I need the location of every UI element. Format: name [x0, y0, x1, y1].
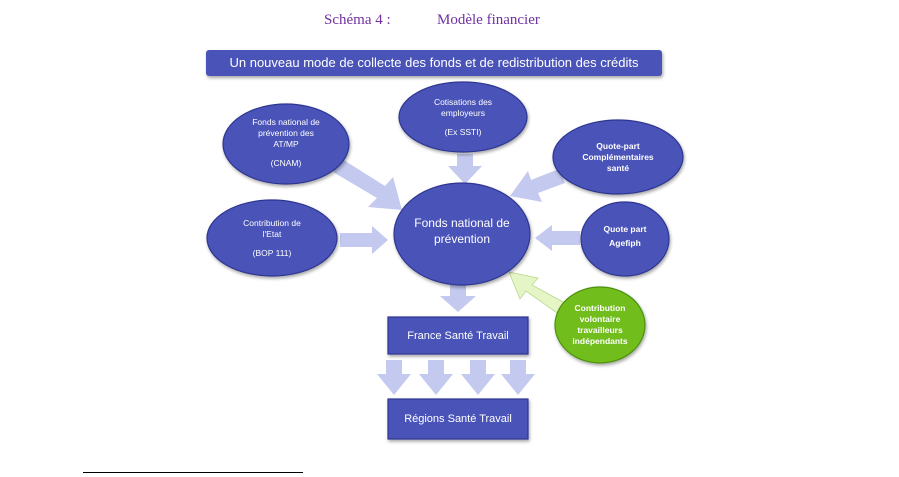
arrow-independants-to-central — [508, 271, 566, 314]
arrow-france-to-regions-3 — [461, 360, 495, 395]
label-regions-text: Régions Santé Travail — [404, 413, 512, 425]
arrow-central-to-france — [440, 284, 476, 312]
label-etat: Contribution de l'Etat (BOP 111) — [219, 214, 325, 262]
label-france-sante-travail: France Santé Travail — [388, 317, 528, 354]
footnote-separator — [83, 472, 303, 473]
label-complementaires: Quote-part Complémentaires santé — [565, 138, 671, 176]
label-employeurs-line1: Cotisations des — [433, 96, 493, 107]
node-france-sante-travail — [387, 316, 529, 355]
label-cnam: Fonds national de prévention des AT/MP (… — [233, 114, 339, 172]
node-cnam — [222, 103, 350, 185]
label-etat-line2: l'Etat — [262, 228, 282, 239]
diagram-banner: Un nouveau mode de collecte des fonds et… — [206, 50, 662, 76]
node-complementaires — [552, 119, 684, 195]
label-cnam-line2: prévention des — [258, 128, 314, 138]
label-employeurs-line2: employeurs — [441, 107, 485, 118]
arrow-complementaires-to-central — [510, 169, 565, 202]
label-complementaires-line1: Quote-part — [596, 140, 640, 151]
label-central-line2: prévention — [433, 232, 491, 246]
label-independants-line3: travailleurs — [577, 325, 623, 335]
node-agefiph — [580, 201, 670, 277]
label-independants-line1: Contribution — [574, 303, 626, 313]
node-employeurs — [398, 81, 528, 153]
label-cnam-line4: (CNAM) — [270, 158, 302, 168]
node-independants — [554, 286, 646, 364]
label-agefiph-line2: Agefiph — [609, 237, 641, 248]
label-france-text: France Santé Travail — [407, 329, 509, 342]
label-agefiph: Quote part Agefiph — [585, 218, 665, 254]
label-complementaires-line2: Complémentaires — [582, 151, 654, 162]
schema-number: Schéma 4 : — [324, 12, 391, 28]
label-regions-sante-travail: Régions Santé Travail — [388, 399, 528, 439]
arrow-etat-to-central — [340, 226, 388, 254]
label-complementaires-line3: santé — [606, 162, 630, 173]
label-agefiph-line1: Quote part — [603, 223, 647, 234]
label-etat-line1: Contribution de — [243, 217, 301, 228]
arrow-france-to-regions-4 — [501, 360, 535, 395]
arrow-cnam-to-central — [333, 159, 402, 210]
label-cnam-line1: Fonds national de — [252, 117, 320, 127]
label-employeurs: Cotisations des employeurs (Ex SSTI) — [410, 96, 516, 138]
label-independants: Contribution volontaire travailleurs ind… — [560, 300, 640, 350]
arrow-agefiph-to-central — [535, 225, 580, 251]
node-etat — [206, 199, 338, 277]
arrow-employeurs-to-central — [448, 154, 482, 184]
label-etat-line3: (BOP 111) — [252, 247, 292, 258]
label-central: Fonds national de prévention — [400, 212, 524, 250]
schema-name: Modèle financier — [437, 12, 540, 28]
arrow-france-to-regions-1 — [377, 360, 411, 395]
label-independants-line2: volontaire — [579, 314, 621, 324]
label-central-line1: Fonds national de — [414, 216, 510, 230]
arrow-france-to-regions-2 — [419, 360, 453, 395]
node-regions-sante-travail — [387, 398, 529, 440]
label-independants-line4: indépendants — [572, 336, 628, 346]
label-cnam-line3: AT/MP — [273, 139, 299, 149]
label-employeurs-line3: (Ex SSTI) — [444, 126, 482, 137]
node-central — [393, 182, 531, 286]
